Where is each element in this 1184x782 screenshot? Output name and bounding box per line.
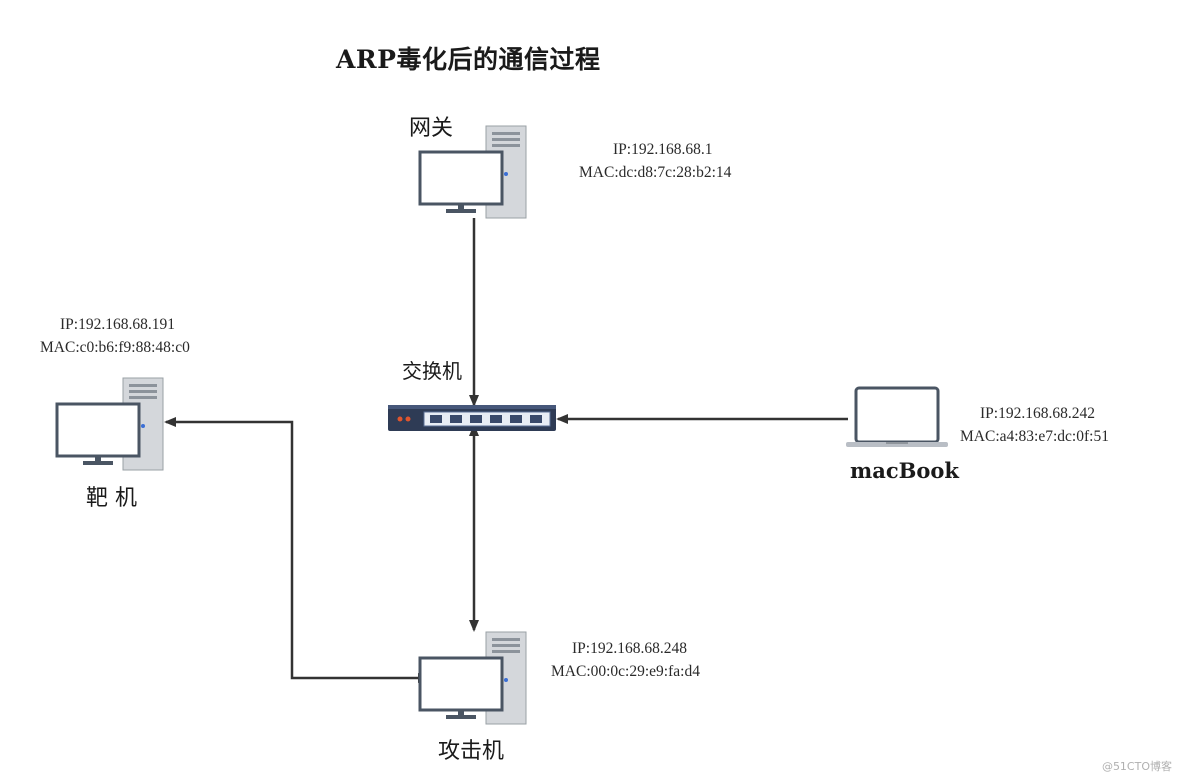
macbook-ip: IP:192.168.68.242	[980, 405, 1095, 422]
connections	[164, 218, 848, 683]
attacker-to-target-line	[164, 417, 430, 683]
switch-label: 交换机	[402, 359, 462, 383]
macbook-label: macBook	[850, 458, 959, 483]
target-ip: IP:192.168.68.191	[60, 316, 175, 333]
target-label: 靶 机	[86, 486, 137, 511]
watermark: @51CTO博客	[1101, 760, 1172, 773]
attacker-label: 攻击机	[438, 739, 505, 764]
attacker-computer-icon	[418, 630, 528, 726]
attacker-mac: MAC:00:0c:29:e9:fa:d4	[551, 663, 700, 680]
target-mac: MAC:c0:b6:f9:88:48:c0	[40, 339, 190, 356]
gateway-mac: MAC:dc:d8:7c:28:b2:14	[579, 164, 732, 181]
gateway-ip: IP:192.168.68.1	[613, 141, 713, 158]
macbook-mac: MAC:a4:83:e7:dc:0f:51	[960, 428, 1109, 445]
gateway-label: 网关	[409, 116, 454, 141]
network-switch-icon	[388, 405, 556, 431]
laptop-icon	[846, 386, 948, 447]
attacker-ip: IP:192.168.68.248	[572, 640, 687, 657]
diagram-title: ARP毒化后的通信过程	[336, 45, 601, 74]
target-computer-icon	[55, 376, 165, 472]
